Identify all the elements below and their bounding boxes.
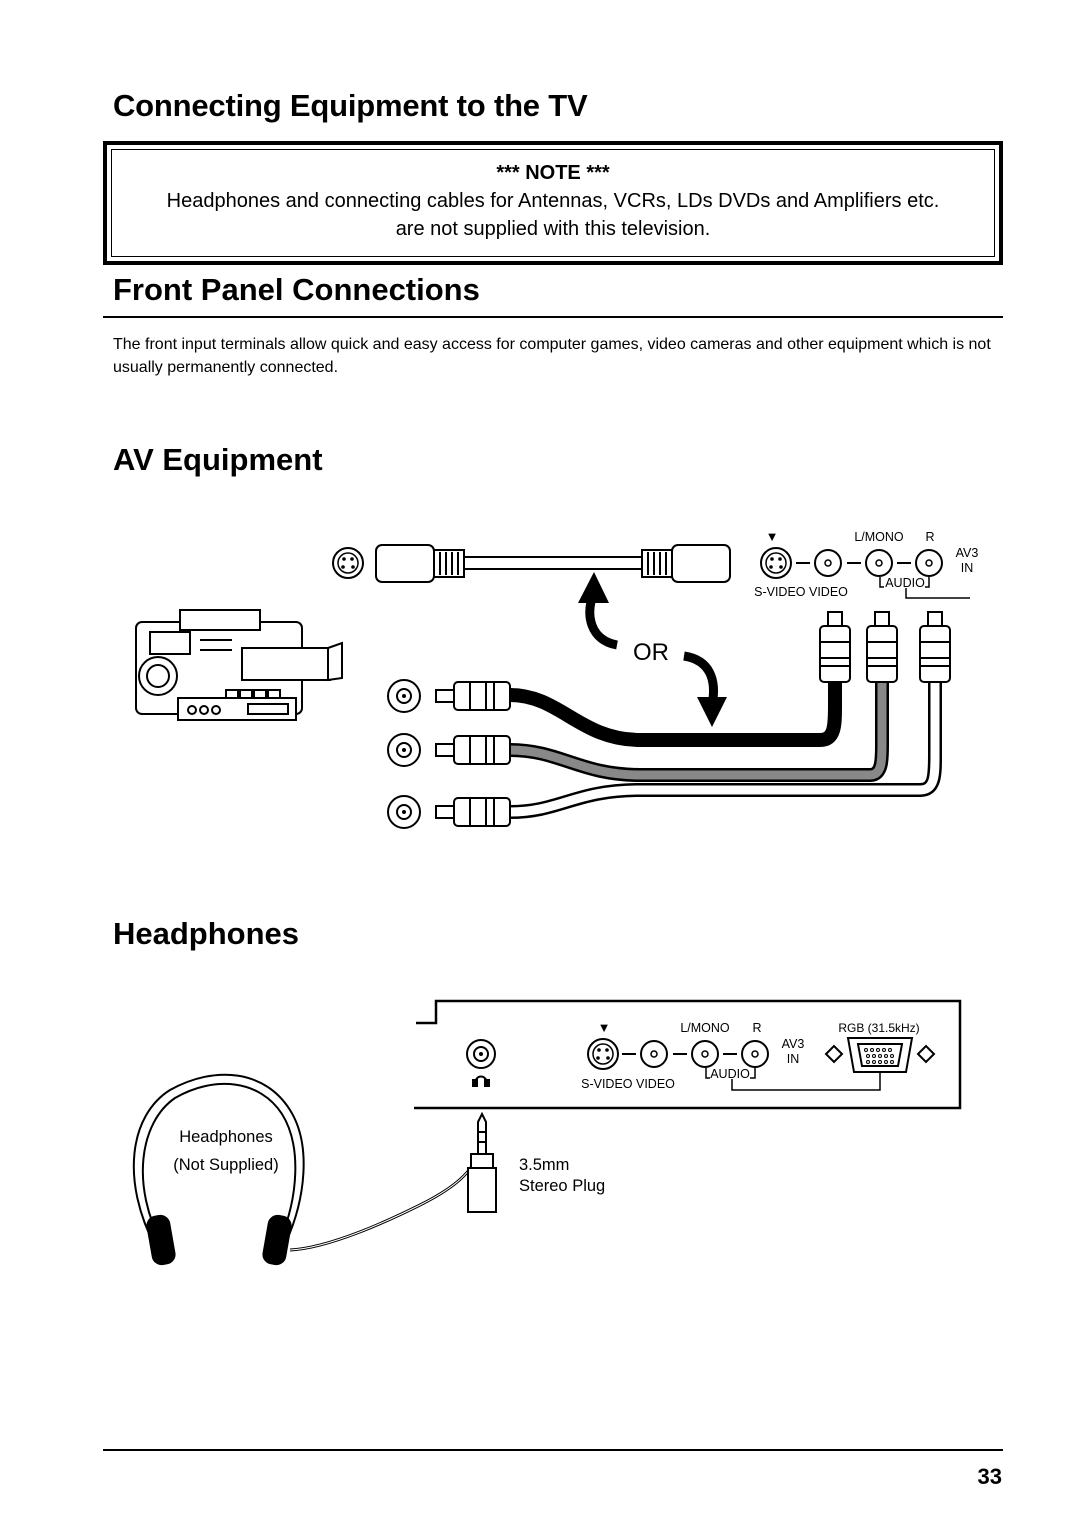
hp-av3-label: AV3 bbox=[782, 1037, 805, 1051]
not-supplied-label: (Not Supplied) bbox=[173, 1156, 278, 1174]
stereo-plug-icon bbox=[467, 1111, 497, 1213]
headphones-heading: Headphones bbox=[113, 916, 300, 951]
note-box: *** NOTE *** Headphones and connecting c… bbox=[103, 141, 1003, 265]
note-line-2: are not supplied with this television. bbox=[395, 218, 711, 240]
footer-divider bbox=[103, 1449, 1003, 1451]
hp-audio-r-jack-icon bbox=[741, 1040, 769, 1068]
tv-audio-l-jack-icon bbox=[865, 549, 893, 577]
page-title: Connecting Equipment to the TV bbox=[113, 88, 588, 123]
rgb-label: RGB (31.5kHz) bbox=[838, 1021, 919, 1035]
camera-audio-l-jack-icon bbox=[387, 733, 421, 767]
tv-svideo-socket-icon bbox=[760, 547, 792, 579]
tv-video-jack-icon bbox=[814, 549, 842, 577]
rgb-connector-icon bbox=[824, 1037, 936, 1073]
hp-lmono-label: L/MONO bbox=[680, 1021, 730, 1035]
rca-cable-bundle-icon bbox=[509, 680, 942, 819]
intro-paragraph: The front input terminals allow quick an… bbox=[113, 336, 991, 376]
headphone-symbol-icon bbox=[472, 1075, 490, 1087]
headphones-connection-diagram: ▼ L/MONO R RGB (31.5kHz) AV3 IN AUDIO S-… bbox=[132, 999, 962, 1266]
hp-svideo-socket-icon bbox=[587, 1038, 619, 1070]
av-connection-diagram: ▼ L/MONO R AV3 IN AUDIO S-VIDEO VIDEO OR bbox=[135, 529, 979, 829]
down-triangle-icon: ▼ bbox=[766, 529, 779, 544]
tv-audio-r-jack-icon bbox=[915, 549, 943, 577]
av3-lmono-label: L/MONO bbox=[854, 530, 904, 544]
up-arrow-icon bbox=[578, 572, 619, 650]
av3-r-label: R bbox=[925, 530, 934, 544]
page-number: 33 bbox=[977, 1464, 1002, 1489]
hp-audio-label: AUDIO bbox=[710, 1067, 750, 1081]
headphones-label: Headphones bbox=[179, 1128, 273, 1146]
av-equipment-heading: AV Equipment bbox=[113, 442, 323, 477]
camera-svideo-socket-icon bbox=[332, 547, 364, 579]
hp-down-triangle-icon: ▼ bbox=[598, 1020, 611, 1035]
front-panel-heading: Front Panel Connections bbox=[113, 272, 480, 307]
camera-video-jack-icon bbox=[387, 679, 421, 713]
svideo-cable-icon bbox=[375, 544, 731, 583]
headphones-icon bbox=[132, 1073, 480, 1266]
plug-type-label: Stereo Plug bbox=[519, 1177, 605, 1195]
hp-r-label: R bbox=[752, 1021, 761, 1035]
note-line-1: Headphones and connecting cables for Ant… bbox=[166, 190, 940, 212]
hp-video-jack-icon bbox=[640, 1040, 668, 1068]
av3-label: AV3 bbox=[956, 546, 979, 560]
plug-size-label: 3.5mm bbox=[519, 1156, 569, 1174]
section-divider bbox=[103, 316, 1003, 318]
note-inner-frame: *** NOTE *** Headphones and connecting c… bbox=[111, 149, 995, 257]
or-label: OR bbox=[633, 639, 669, 666]
down-arrow-icon bbox=[683, 651, 727, 727]
hp-audio-l-jack-icon bbox=[691, 1040, 719, 1068]
camcorder-icon bbox=[135, 609, 343, 721]
av3-audio-label: AUDIO bbox=[885, 576, 925, 590]
tv-panel-outline bbox=[414, 999, 962, 1110]
note-title: *** NOTE *** bbox=[496, 162, 610, 184]
headphone-jack-icon bbox=[466, 1039, 496, 1069]
camera-side-rca-plugs-icon bbox=[435, 681, 511, 827]
camera-audio-r-jack-icon bbox=[387, 795, 421, 829]
av3-in-label: IN bbox=[961, 561, 974, 575]
hp-svideo-video-label: S-VIDEO VIDEO bbox=[581, 1077, 675, 1091]
av3-svideo-video-label: S-VIDEO VIDEO bbox=[754, 585, 848, 599]
hp-av3-in-label: IN bbox=[787, 1052, 800, 1066]
tv-side-rca-plugs-icon bbox=[819, 611, 951, 683]
